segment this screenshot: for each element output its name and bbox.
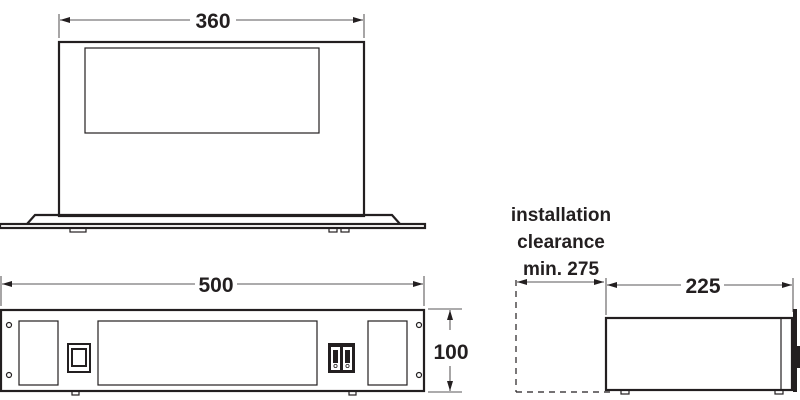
top-base-plate	[0, 222, 427, 230]
foot-front	[774, 389, 784, 395]
clip-right-a	[328, 227, 338, 233]
side-body-outline	[604, 316, 794, 392]
front-right-panel	[367, 320, 408, 386]
screw-hole-icon	[415, 371, 423, 379]
top-body-outline	[57, 40, 366, 218]
side-switch-protrusion	[797, 346, 800, 368]
dimension-label-360: 360	[195, 10, 230, 33]
top-view: 360	[0, 10, 427, 233]
dimension-label-100: 100	[433, 341, 468, 364]
side-front-plate	[793, 309, 797, 392]
top-flange	[26, 213, 401, 225]
dimension-label-225: 225	[685, 275, 720, 298]
power-socket-icon	[67, 343, 91, 373]
foot-right	[348, 390, 357, 396]
screw-hole-icon	[5, 371, 13, 379]
front-center-panel	[97, 320, 318, 386]
double-switch-icon	[328, 343, 355, 373]
screw-hole-icon	[5, 321, 13, 329]
dimension-label-500: 500	[198, 274, 233, 297]
clip-right-b	[340, 227, 350, 233]
front-view: 500 100	[0, 274, 469, 396]
foot-rear	[620, 389, 630, 395]
foot-left	[71, 390, 80, 396]
top-inner-panel	[84, 47, 320, 134]
screw-hole-icon	[415, 321, 423, 329]
front-panel-outline	[0, 308, 426, 393]
power-socket-inner	[71, 348, 87, 367]
clearance-note-line1: installation	[511, 205, 611, 226]
clip-left	[69, 227, 87, 233]
clearance-note-line3: min. 275	[523, 259, 599, 280]
front-left-panel	[18, 320, 59, 386]
clearance-note-line2: clearance	[517, 232, 605, 253]
side-view: installation clearance min. 275 225	[511, 205, 800, 395]
